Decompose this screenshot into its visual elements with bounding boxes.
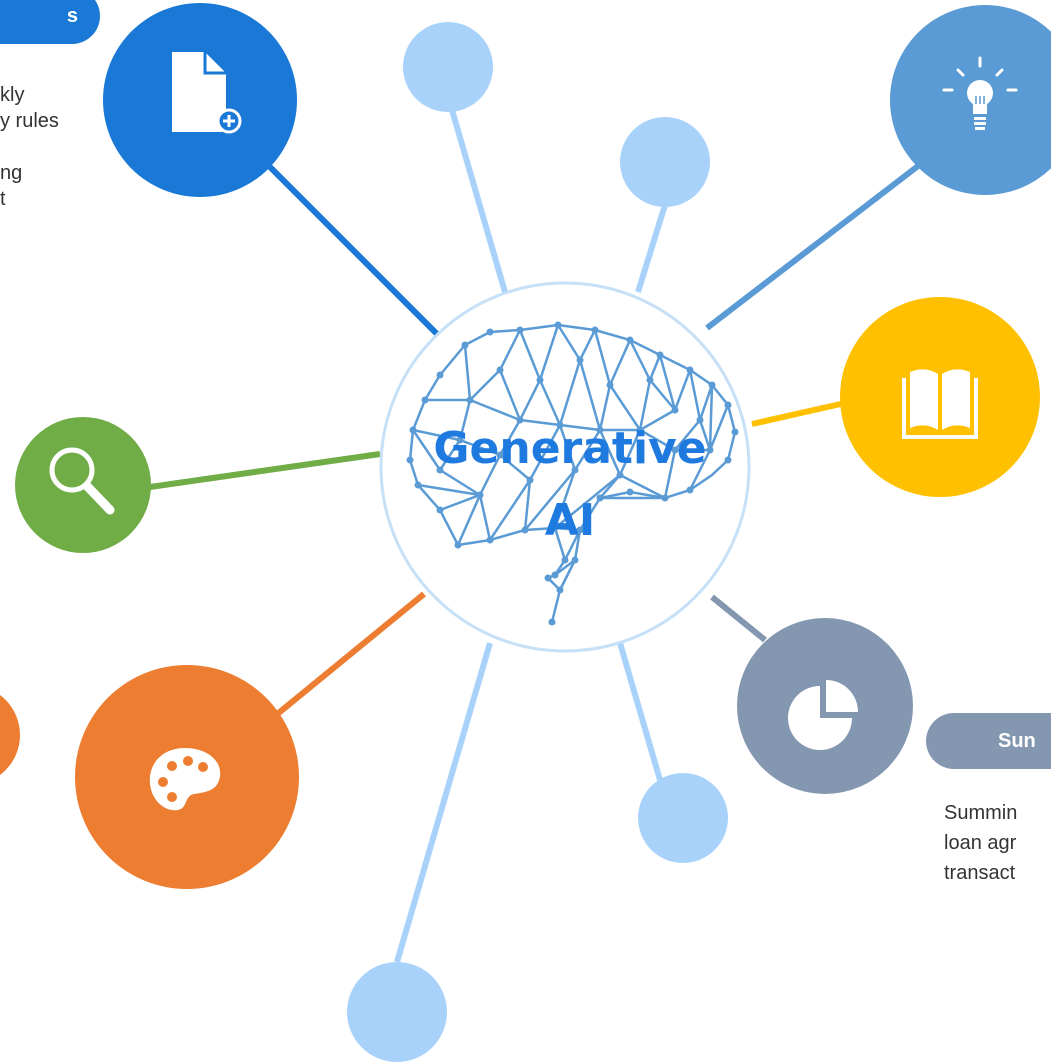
bottom-right-pill-title: Sun (998, 729, 1036, 752)
pie-chart-node[interactable] (737, 618, 913, 794)
palette-node[interactable] (75, 665, 299, 889)
document-node[interactable] (103, 3, 297, 197)
brain-network-icon (406, 321, 739, 626)
search-icon (49, 447, 115, 515)
connectors (149, 109, 920, 963)
top-left-desc-line-2: y rules (0, 110, 59, 132)
top-left-description: kly y rules ng t (0, 82, 100, 212)
connector-top-node (449, 109, 508, 293)
connector-top-right-node (635, 204, 668, 293)
lightbulb-icon (942, 56, 1018, 130)
search-node[interactable] (15, 417, 151, 553)
pie-chart-icon (788, 680, 858, 750)
node-bottom-right (638, 773, 728, 863)
book-node[interactable] (840, 297, 1040, 497)
connector-book (751, 400, 846, 427)
top-left-desc-line-3 (0, 134, 100, 160)
document-add-icon (172, 52, 242, 134)
top-left-desc-line-1: kly (0, 84, 25, 106)
bottom-right-description: Summin loan agr transact (944, 798, 1051, 888)
node-top-right (620, 117, 710, 207)
connector-bottom-node (394, 642, 493, 963)
connector-search (149, 451, 381, 490)
top-left-pill: s (0, 0, 100, 44)
center-node (379, 281, 751, 653)
connector-pie (710, 594, 767, 643)
connector-lightbulb (705, 163, 920, 331)
node-bottom (347, 962, 447, 1062)
lightbulb-node[interactable] (890, 5, 1051, 195)
book-icon (902, 369, 978, 439)
center-title-line1: Generative (433, 423, 707, 474)
connector-document (265, 162, 441, 338)
center-title: Generative AI (395, 413, 745, 557)
connector-bottom-right-node (617, 642, 663, 781)
bottom-right-desc-line-1: Summin (944, 802, 1018, 824)
bottom-right-desc-line-3: transact (944, 862, 1016, 884)
palette-icon (149, 748, 221, 811)
bottom-right-pill: Sun (926, 713, 1051, 769)
top-left-desc-line-5: t (0, 188, 6, 210)
center-title-line2: AI (544, 495, 596, 546)
top-left-pill-title: s (66, 4, 78, 27)
node-top (403, 22, 493, 112)
connector-palette (268, 591, 426, 723)
bottom-right-desc-line-2: loan agr (944, 832, 1017, 854)
top-left-desc-line-4: ng (0, 162, 23, 184)
node-edge-orange (0, 695, 20, 775)
